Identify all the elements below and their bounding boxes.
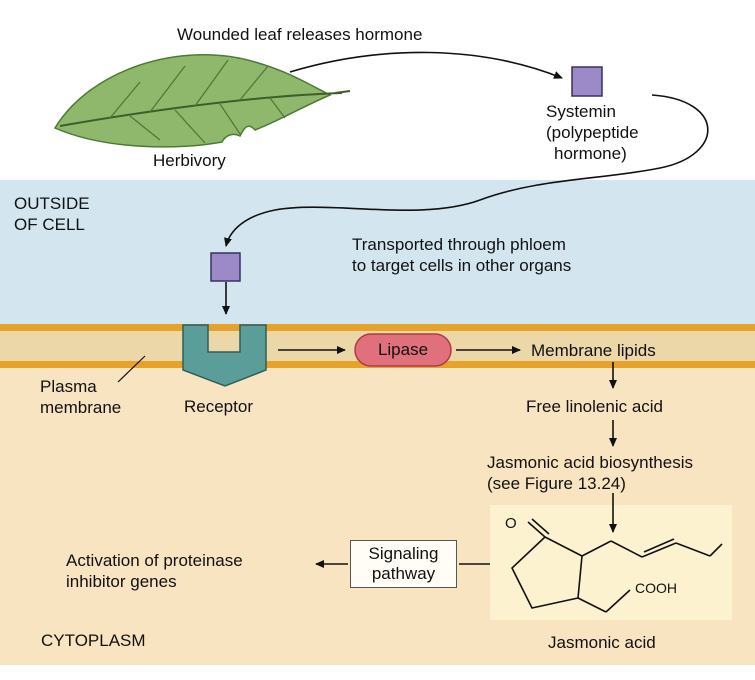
leaf-icon bbox=[53, 54, 351, 148]
systemin-label-line2: (polypeptide bbox=[546, 123, 639, 142]
signaling-label-line2: pathway bbox=[371, 564, 436, 583]
wounded-leaf-label: Wounded leaf releases hormone bbox=[177, 25, 423, 44]
outside-cell-label-line1: OUTSIDE bbox=[14, 194, 90, 213]
lipase-enzyme-shape bbox=[354, 333, 452, 367]
activation-label-line1: Activation of proteinase bbox=[66, 551, 243, 570]
ja-biosynthesis-label-line2: (see Figure 13.24) bbox=[487, 474, 626, 493]
outside-cell-label: OUTSIDE OF CELL bbox=[14, 193, 90, 235]
oxygen-atom-label: O bbox=[505, 515, 517, 532]
signaling-label-line1: Signaling bbox=[368, 544, 439, 563]
outside-cell-label-line2: OF CELL bbox=[14, 215, 85, 234]
membrane-outer-layer bbox=[0, 324, 755, 331]
systemin-label-line3: hormone) bbox=[554, 144, 627, 163]
plasma-membrane-label-line2: membrane bbox=[40, 398, 122, 417]
receptor-label: Receptor bbox=[184, 397, 253, 416]
activation-label-line2: inhibitor genes bbox=[66, 572, 177, 591]
systemin-label: Systemin (polypeptide hormone) bbox=[546, 101, 639, 164]
plasma-membrane-label: Plasma membrane bbox=[40, 376, 121, 418]
jasmonic-acid-label: Jasmonic acid bbox=[548, 633, 656, 652]
plasma-membrane-leader bbox=[117, 355, 146, 383]
membrane-lipids-label: Membrane lipids bbox=[531, 341, 656, 360]
free-linolenic-label: Free linolenic acid bbox=[526, 397, 664, 416]
herbivory-label: Herbivory bbox=[153, 151, 226, 170]
lipase-label: Lipase bbox=[377, 340, 429, 359]
ja-biosynthesis-label: Jasmonic acid biosynthesis (see Figure 1… bbox=[487, 452, 693, 494]
arrow-phloem-transport bbox=[224, 94, 709, 247]
transport-label: Transported through phloem to target cel… bbox=[352, 234, 571, 276]
transport-label-line2: to target cells in other organs bbox=[352, 256, 572, 275]
plasma-membrane-label-line1: Plasma bbox=[40, 377, 97, 396]
systemin-label-line1: Systemin bbox=[546, 102, 616, 121]
outside-cell-region bbox=[0, 180, 755, 325]
cytoplasm-label: CYTOPLASM bbox=[41, 631, 146, 650]
receptor-icon bbox=[182, 324, 267, 387]
cooh-group-label: COOH bbox=[635, 580, 677, 596]
jasmonic-acid-panel bbox=[490, 505, 732, 620]
systemin-icon bbox=[571, 66, 603, 97]
transport-label-line1: Transported through phloem bbox=[352, 235, 566, 254]
activation-label: Activation of proteinase inhibitor genes bbox=[66, 550, 243, 592]
ja-biosynthesis-label-line1: Jasmonic acid biosynthesis bbox=[487, 453, 693, 472]
signaling-pathway-box: Signaling pathway bbox=[350, 540, 457, 588]
jasmonic-acid-structure bbox=[511, 518, 723, 613]
systemin-arriving-icon bbox=[210, 252, 241, 282]
arrow-leaf-to-systemin bbox=[289, 51, 563, 79]
